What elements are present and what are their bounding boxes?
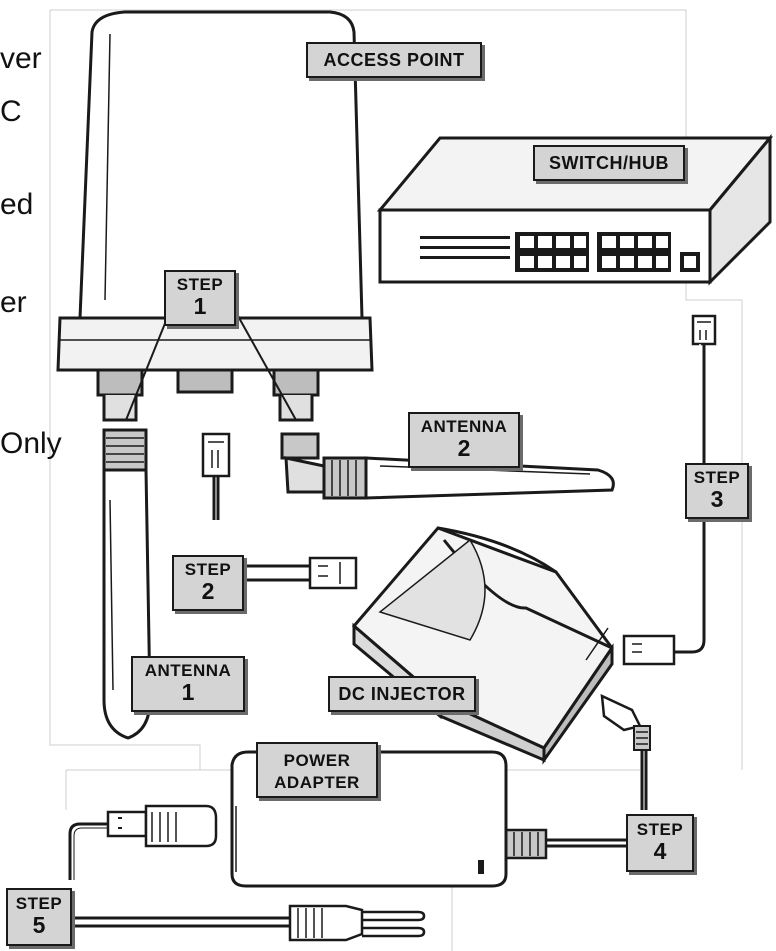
step-5-cord (58, 804, 426, 942)
switch-hub-label: SWITCH/HUB (533, 145, 685, 181)
step-1-label: STEP 1 (164, 270, 236, 326)
antenna-2 (280, 432, 615, 500)
side-text-5: Only (0, 427, 62, 460)
side-text-2: C (0, 95, 22, 128)
step-1-pointers (125, 315, 297, 421)
access-point-label: ACCESS POINT (306, 42, 482, 78)
dc-injector (351, 526, 614, 765)
dc-injector-label: DC INJECTOR (328, 676, 476, 712)
antenna-2-label: ANTENNA 2 (408, 412, 520, 468)
side-text-4: er (0, 286, 27, 319)
step-2-cable (201, 432, 358, 590)
step-5-label: STEP 5 (6, 888, 72, 946)
side-text-1: ver (0, 42, 42, 75)
step-4-cable (504, 693, 651, 860)
step-4-label: STEP 4 (626, 814, 694, 872)
antenna-1-label: ANTENNA 1 (131, 656, 245, 712)
step-2-label: STEP 2 (172, 555, 244, 611)
side-text-3: ed (0, 188, 34, 221)
step-3-label: STEP 3 (685, 463, 749, 519)
power-adapter-label: POWER ADAPTER (256, 742, 378, 798)
